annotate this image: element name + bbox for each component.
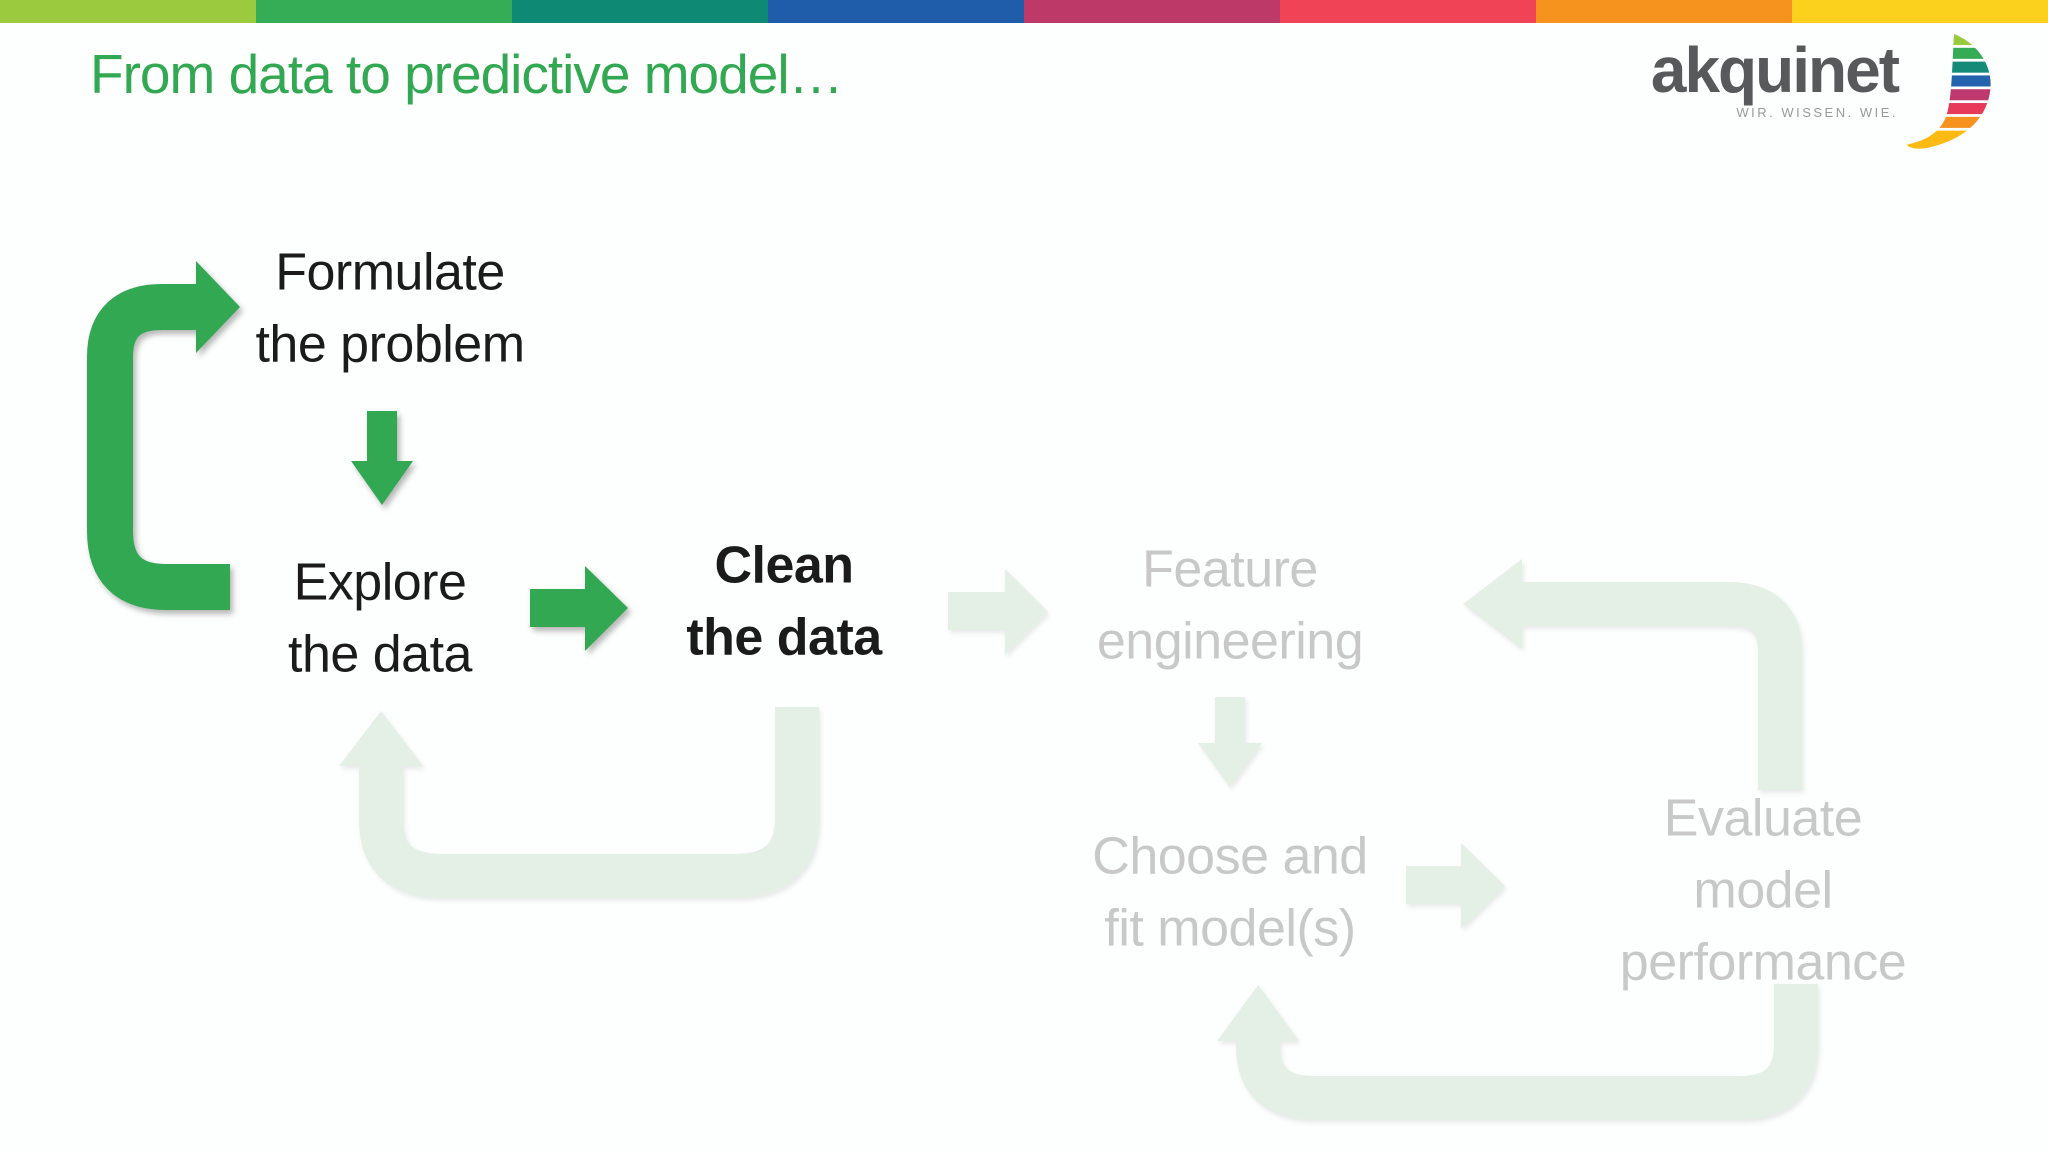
step-explore-the-data: Explore the data: [288, 553, 472, 683]
arrow-explore-to-clean: [530, 566, 628, 651]
step-evaluate-model-performance: Evaluate model performance: [1619, 789, 1907, 991]
stripe-segment: [1024, 0, 1280, 23]
stripe-segment: [512, 0, 768, 23]
stripe-segment: [768, 0, 1024, 23]
logo-wordmark: akquinet: [1650, 34, 1900, 106]
step-choose-and-fit-models: Choose and fit model(s): [1092, 827, 1368, 957]
arrow-feature-to-choose: [1198, 697, 1262, 787]
arrow-formulate-to-explore: [351, 411, 413, 505]
stripe-segment: [1536, 0, 1792, 23]
arrow-choose-to-evaluate: [1406, 843, 1505, 929]
stripe-segment: [1280, 0, 1536, 23]
arrow-clean-to-feature: [948, 569, 1048, 655]
step-feature-engineering: Feature engineering: [1096, 540, 1364, 670]
step-clean-the-data: Clean the data: [686, 536, 882, 666]
sail-icon: [1907, 34, 1991, 149]
logo-tagline: WIR. WISSEN. WIE.: [1736, 105, 1898, 120]
loop-arrow-clean-to-explore: [339, 707, 819, 898]
akquinet-logo: akquinet WIR. WISSEN. WIE.: [1651, 34, 2002, 150]
loop-arrow-evaluate-to-choose: [1217, 984, 1818, 1120]
header-stripe: [0, 0, 2048, 23]
page-title: From data to predictive model…: [90, 43, 844, 105]
loop-arrow-explore-to-formulate: [87, 261, 240, 610]
loop-arrow-evaluate-to-feature: [1463, 559, 1802, 790]
stripe-segment: [256, 0, 512, 23]
stripe-segment: [0, 0, 256, 23]
stripe-segment: [1792, 0, 2048, 23]
step-formulate-the-problem: Formulate the problem: [255, 243, 525, 373]
logo-text-block: akquinet WIR. WISSEN. WIE.: [1650, 34, 1900, 120]
